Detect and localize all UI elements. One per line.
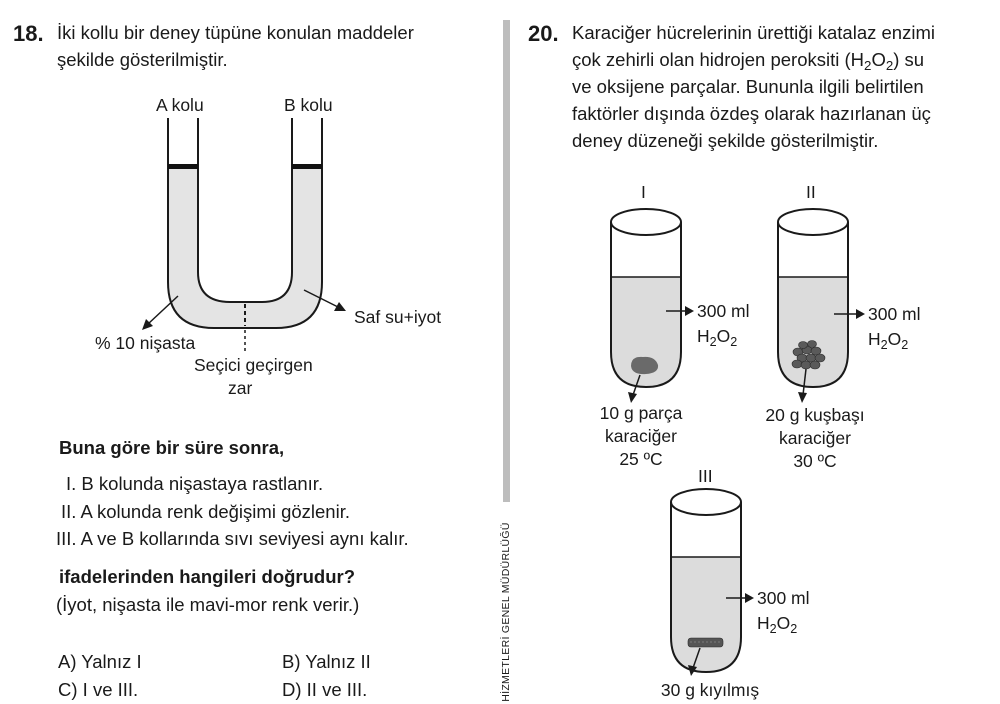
question-20-line3: ve oksijene parçalar. Bununla ilgili bel…: [572, 76, 924, 97]
b-arm-level-marker: [292, 164, 322, 169]
setup-2-desc1: 20 g kuşbaşı: [765, 405, 865, 425]
setup-1-volume: 300 ml: [697, 301, 750, 321]
test-tube-3: [670, 488, 754, 676]
statement-2: II. A kolunda renk değişimi gözlenir.: [61, 501, 350, 522]
u-tube-inner-wall: [197, 118, 293, 303]
setup-1-roman: I: [641, 182, 646, 202]
minced-liver-3: [687, 637, 724, 648]
setup-3-chem: H2O2: [757, 613, 798, 636]
setup-2-volume: 300 ml: [868, 304, 921, 324]
a-arm-level-marker: [168, 164, 198, 169]
question-18-note: (İyot, nişasta ile mavi-mor renk verir.): [56, 594, 360, 615]
starch-arrow-line: [147, 295, 179, 325]
question-20-line1: Karaciğer hücrelerinin ürettiği katalaz …: [572, 22, 935, 43]
setup-1-desc1: 10 g parça: [599, 403, 683, 423]
setup-1-chem: H2O2: [697, 326, 738, 349]
question-18-prompt: Buna göre bir süre sonra,: [59, 437, 285, 458]
setup-3-desc1: 30 g kıyılmış: [660, 680, 760, 700]
membrane-label-line1: Seçici geçirgen: [194, 355, 313, 375]
setup-1-desc3: 25 ºC: [619, 449, 663, 469]
starch-arrow-head: [142, 319, 153, 330]
test-tube-1: [610, 208, 694, 403]
liver-arrow-2: [802, 368, 807, 396]
u-tube-liquid: [168, 168, 322, 328]
question-18-number: 18.: [13, 21, 44, 46]
option-d[interactable]: D) II ve III.: [282, 679, 368, 700]
option-c[interactable]: C) I ve III.: [58, 679, 139, 700]
setup-3-roman: III: [698, 466, 713, 486]
statement-1: I. B kolunda nişastaya rastlanır.: [66, 473, 324, 494]
liver-piece-1: [631, 356, 659, 375]
liver-arrow-1: [632, 374, 641, 396]
question-20-number: 20.: [528, 21, 559, 46]
option-b[interactable]: B) Yalnız II: [282, 651, 371, 672]
option-a[interactable]: A) Yalnız I: [58, 651, 142, 672]
setup-2-desc2: karaciğer: [779, 428, 851, 448]
water-iodine-label: Saf su+iyot: [354, 307, 442, 327]
question-18-text-line2: şekilde gösterilmiştir.: [57, 49, 228, 70]
test-tube-2: [777, 208, 865, 403]
starch-label: % 10 nişasta: [95, 333, 196, 353]
water-arrow-head: [334, 302, 346, 311]
membrane-label-line2: zar: [228, 378, 253, 398]
u-tube-figure: [142, 118, 346, 352]
a-arm-label: A kolu: [156, 95, 204, 115]
question-18-text-line1: İki kollu bir deney tüpüne konulan madde…: [57, 22, 414, 43]
question-20-line4: faktörler dışında özdeş olarak hazırlana…: [572, 103, 931, 124]
liver-cubes-2: [791, 340, 826, 370]
setup-3-volume: 300 ml: [757, 588, 810, 608]
setup-2-desc3: 30 ºC: [793, 451, 837, 471]
column-divider: [503, 20, 510, 502]
liver-arrow-3: [692, 647, 701, 669]
statement-3: III. A ve B kollarında sıvı seviyesi ayn…: [56, 528, 409, 549]
question-18-ask: ifadelerinden hangileri doğrudur?: [59, 566, 356, 587]
setup-2-roman: II: [806, 182, 816, 202]
question-20-line5: deney düzeneği şekilde gösterilmiştir.: [572, 130, 879, 151]
water-arrow-line: [303, 289, 339, 308]
b-arm-label: B kolu: [284, 95, 333, 115]
setup-2-chem: H2O2: [868, 329, 909, 352]
question-20-line2: çok zehirli olan hidrojen peroksiti (H2O…: [572, 49, 925, 73]
setup-1-desc2: karaciğer: [605, 426, 677, 446]
